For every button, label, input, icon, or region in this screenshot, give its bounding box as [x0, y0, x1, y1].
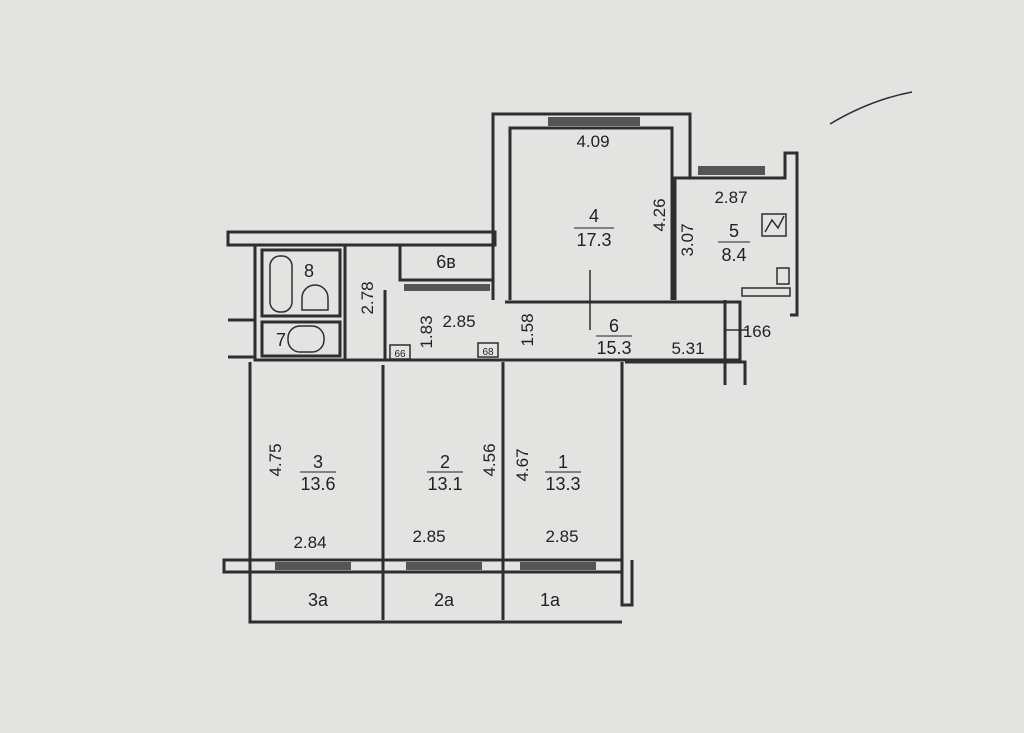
balcony-3a-label: 3а: [308, 590, 329, 610]
dim-r2-width: 2.85: [412, 527, 445, 546]
bedrooms-walls: [222, 362, 634, 624]
room-1-area: 13.3: [545, 474, 580, 494]
wet-block-walls: [226, 230, 505, 362]
dim-r5-depth: 3.07: [678, 223, 697, 256]
room-6-number: 6: [609, 316, 619, 336]
room-6-area: 15.3: [596, 338, 631, 358]
dim-r1-depth: 4.67: [513, 448, 532, 481]
room-3-number: 3: [313, 452, 323, 472]
dim-bath-length: 2.78: [358, 281, 377, 314]
dim-r3-width: 2.84: [293, 533, 326, 552]
bathtub-icon: [269, 255, 293, 313]
dim-r1-width: 2.85: [545, 527, 578, 546]
dim-r3-depth: 4.75: [266, 443, 285, 476]
balcony-1a-label: 1а: [540, 590, 561, 610]
dim-r4-width: 4.09: [576, 132, 609, 151]
room-2-area: 13.1: [427, 474, 462, 494]
sink-icon: [301, 284, 329, 311]
room-2-number: 2: [440, 452, 450, 472]
room-1-number: 1: [558, 452, 568, 472]
room-6v-number: 6в: [436, 252, 456, 272]
room-5-walls: [673, 151, 799, 317]
dim-r6-door: 166: [743, 322, 771, 341]
room-6-walls: [505, 270, 748, 385]
dim-closet-a: 66: [394, 349, 406, 360]
toilet-icon: [287, 325, 325, 353]
room-8-number: 8: [304, 261, 314, 281]
room-7-number: 7: [276, 330, 286, 350]
dim-hall-width: 2.85: [442, 312, 475, 331]
dim-hall-depth: 1.83: [417, 315, 436, 348]
stove-icon: [761, 213, 787, 237]
dim-closet-b: 68: [482, 347, 494, 358]
room-4-number: 4: [589, 206, 599, 226]
pen-mark: [829, 91, 913, 125]
room-3-area: 13.6: [300, 474, 335, 494]
dim-r6-length: 5.31: [671, 339, 704, 358]
room-5-number: 5: [729, 221, 739, 241]
room-4-area: 17.3: [576, 230, 611, 250]
dim-r2-depth: 4.56: [480, 443, 499, 476]
room-5-area: 8.4: [721, 245, 746, 265]
balcony-2a-label: 2а: [434, 590, 455, 610]
dim-r5-width: 2.87: [714, 188, 747, 207]
dim-r4-depth: 4.26: [650, 198, 669, 231]
dim-r6-width: 1.58: [518, 313, 537, 346]
